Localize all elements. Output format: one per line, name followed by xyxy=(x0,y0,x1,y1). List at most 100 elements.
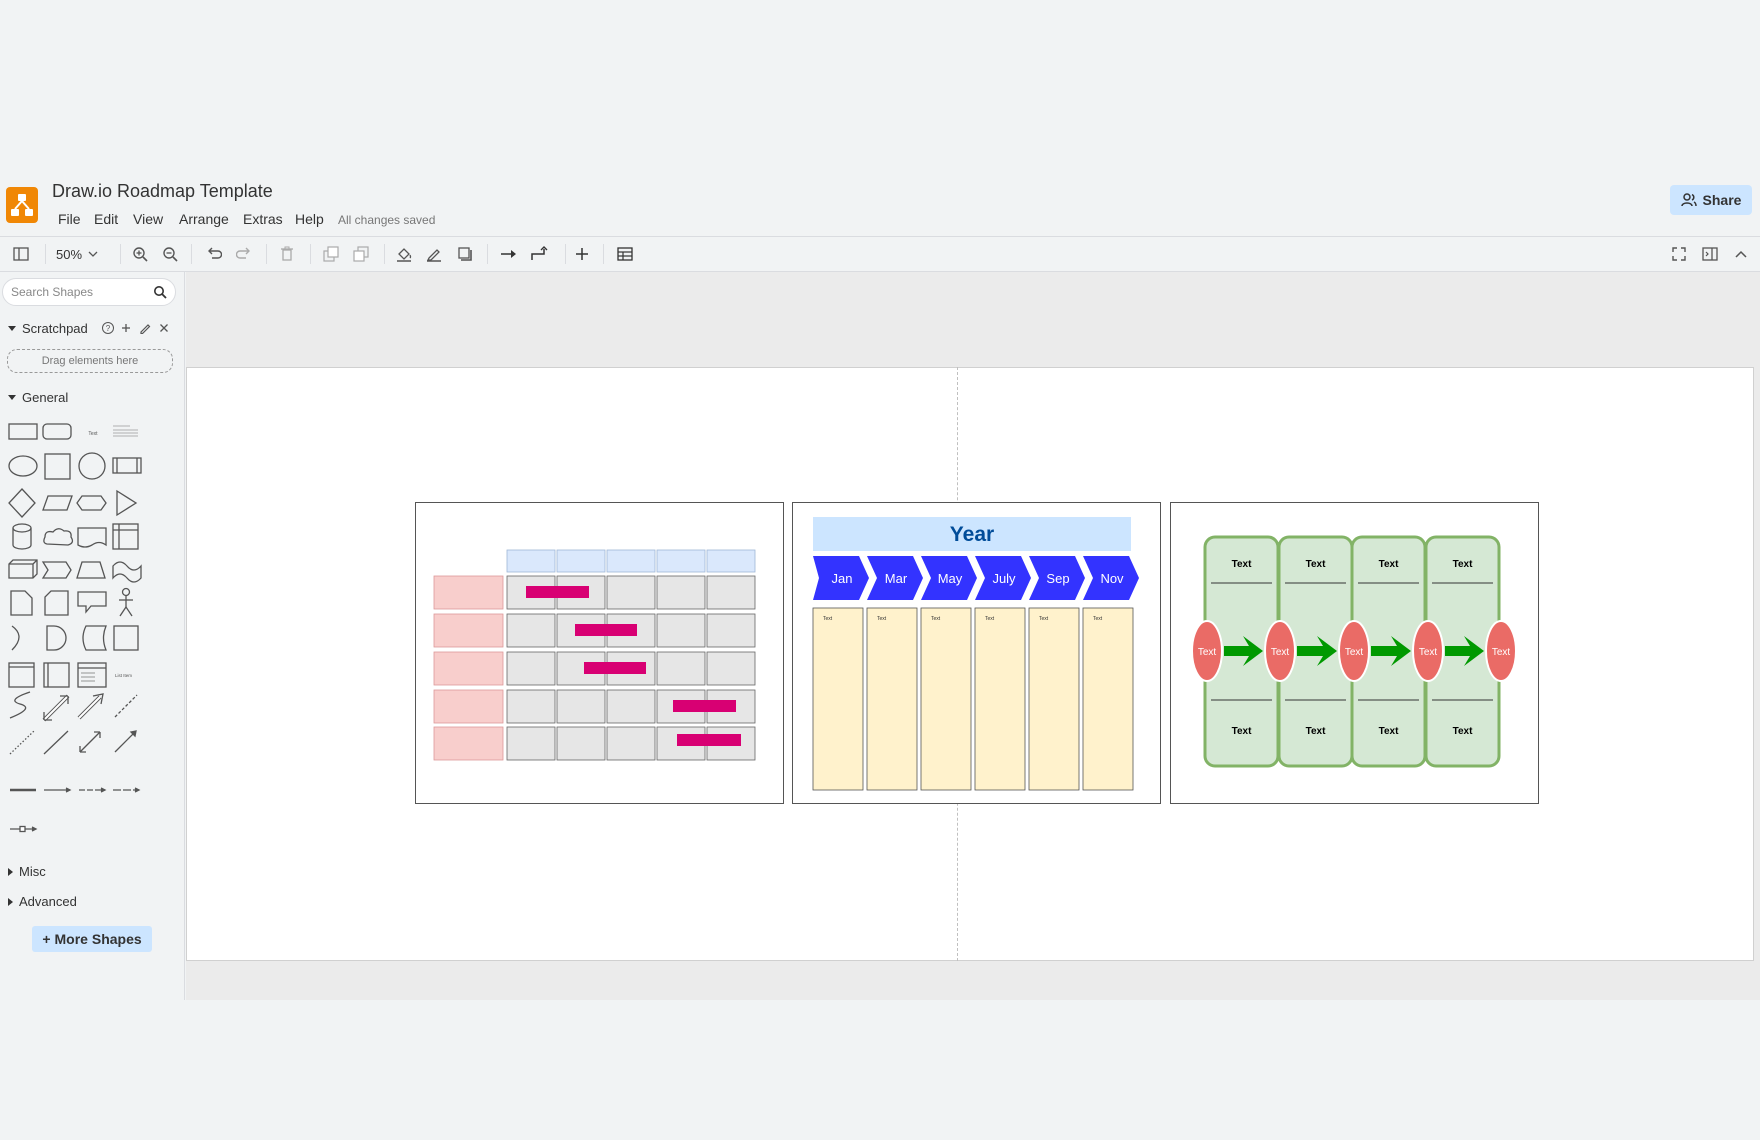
cube-shape xyxy=(8,559,38,579)
month-column xyxy=(1082,607,1134,791)
milestone-marker xyxy=(1412,620,1444,682)
edit-icon[interactable] xyxy=(139,321,151,339)
milestone-marker xyxy=(1485,620,1517,682)
parallelogram-shape xyxy=(42,495,73,511)
list-shape xyxy=(77,662,107,688)
cylinder-shape xyxy=(12,523,32,550)
toolbar-separator xyxy=(565,244,566,264)
format-panel-icon[interactable] xyxy=(1697,244,1723,264)
more-shapes-button[interactable]: + More Shapes xyxy=(32,926,152,952)
month-arrow xyxy=(813,556,869,600)
milestone-marker xyxy=(1191,620,1223,682)
scratchpad-dropzone[interactable]: Drag elements here xyxy=(7,349,173,373)
insert-icon[interactable] xyxy=(569,244,595,264)
general-shapes-palette: Text List xyxy=(8,423,142,833)
gantt-cell xyxy=(706,613,756,648)
year-title-box xyxy=(813,517,1131,551)
gantt-cell xyxy=(506,613,556,648)
menu-edit[interactable]: Edit xyxy=(94,211,119,227)
to-back-icon[interactable] xyxy=(348,244,374,264)
general-header[interactable]: General xyxy=(8,390,68,405)
collapse-icon[interactable] xyxy=(1728,244,1754,264)
sidebar-toggle-icon[interactable] xyxy=(8,244,34,264)
toolbar-separator xyxy=(45,244,46,264)
gantt-task-bar xyxy=(526,586,589,598)
gantt-row-label xyxy=(433,575,504,610)
actor-shape xyxy=(119,587,133,617)
arrow-shape xyxy=(77,693,104,720)
month-column-text: Text xyxy=(1039,616,1049,622)
month-arrow xyxy=(867,556,923,600)
fill-color-icon[interactable] xyxy=(391,244,417,264)
trapezoid-shape xyxy=(76,561,106,579)
advanced-header[interactable]: Advanced xyxy=(8,894,77,909)
misc-header[interactable]: Misc xyxy=(8,864,46,879)
internal-storage-shape xyxy=(112,523,139,550)
directional-connector-shape xyxy=(114,730,137,753)
misc-label: Misc xyxy=(19,864,46,879)
shadow-icon[interactable] xyxy=(452,244,478,264)
document-shape xyxy=(77,527,107,548)
gantt-task-bar xyxy=(673,700,736,712)
milestone-label: Text xyxy=(1345,647,1364,658)
undo-icon[interactable] xyxy=(201,244,227,264)
month-label: Nov xyxy=(1100,571,1124,586)
toolbar-separator xyxy=(120,244,121,264)
gantt-header-cell xyxy=(706,549,756,573)
or-shape xyxy=(11,625,20,651)
toolbar-separator xyxy=(191,244,192,264)
share-button[interactable]: Share xyxy=(1670,185,1752,215)
menu-extras[interactable]: Extras xyxy=(243,211,283,227)
gantt-cell xyxy=(606,575,656,610)
delay-shape xyxy=(46,625,67,651)
year-title: Year xyxy=(950,523,994,546)
month-label: Mar xyxy=(885,571,908,586)
data-storage-shape xyxy=(82,625,107,651)
milestone-marker xyxy=(1264,620,1296,682)
phase-arrow xyxy=(1445,636,1484,666)
zoom-value: 50% xyxy=(56,246,83,262)
month-column xyxy=(1028,607,1080,791)
line-shape xyxy=(43,730,69,755)
search-icon[interactable] xyxy=(153,285,167,299)
menu-help[interactable]: Help xyxy=(295,211,324,227)
help-icon[interactable]: ? xyxy=(101,321,115,340)
save-status: All changes saved xyxy=(338,213,436,227)
zoom-select[interactable]: 50% xyxy=(56,244,110,264)
document-title[interactable]: Draw.io Roadmap Template xyxy=(52,181,273,201)
dotted-line-shape xyxy=(9,730,35,755)
gantt-task-bar xyxy=(584,662,646,674)
month-arrow xyxy=(975,556,1031,600)
curve-shape xyxy=(9,691,31,719)
labeled-connector-shape xyxy=(79,787,107,793)
phase-top-label: Text xyxy=(1232,559,1252,570)
menu-view[interactable]: View xyxy=(133,211,164,227)
table-icon[interactable] xyxy=(612,244,638,264)
caret-down-icon xyxy=(8,326,16,331)
menu-file[interactable]: File xyxy=(58,211,81,227)
waypoints-icon[interactable] xyxy=(526,244,552,264)
delete-icon[interactable] xyxy=(274,244,300,264)
fullscreen-icon[interactable] xyxy=(1666,244,1692,264)
drawio-logo-icon[interactable] xyxy=(6,187,38,223)
add-icon[interactable] xyxy=(120,321,132,339)
month-label: Sep xyxy=(1046,571,1069,586)
to-front-icon[interactable] xyxy=(318,244,344,264)
month-column-text: Text xyxy=(1093,616,1103,622)
close-icon[interactable] xyxy=(158,321,170,339)
month-column xyxy=(920,607,972,791)
connection-icon[interactable] xyxy=(496,244,522,264)
zoom-in-icon[interactable] xyxy=(127,244,153,264)
search-input[interactable]: Search Shapes xyxy=(2,278,176,306)
scratchpad-header[interactable]: Scratchpad xyxy=(8,321,88,336)
menu-arrange[interactable]: Arrange xyxy=(179,211,229,227)
month-column-text: Text xyxy=(931,616,941,622)
step-shape xyxy=(41,561,72,579)
redo-icon[interactable] xyxy=(231,244,257,264)
zoom-out-icon[interactable] xyxy=(157,244,183,264)
gantt-roadmap-template[interactable] xyxy=(415,502,784,804)
line-color-icon[interactable] xyxy=(421,244,447,264)
swimlane-shape xyxy=(43,662,70,688)
